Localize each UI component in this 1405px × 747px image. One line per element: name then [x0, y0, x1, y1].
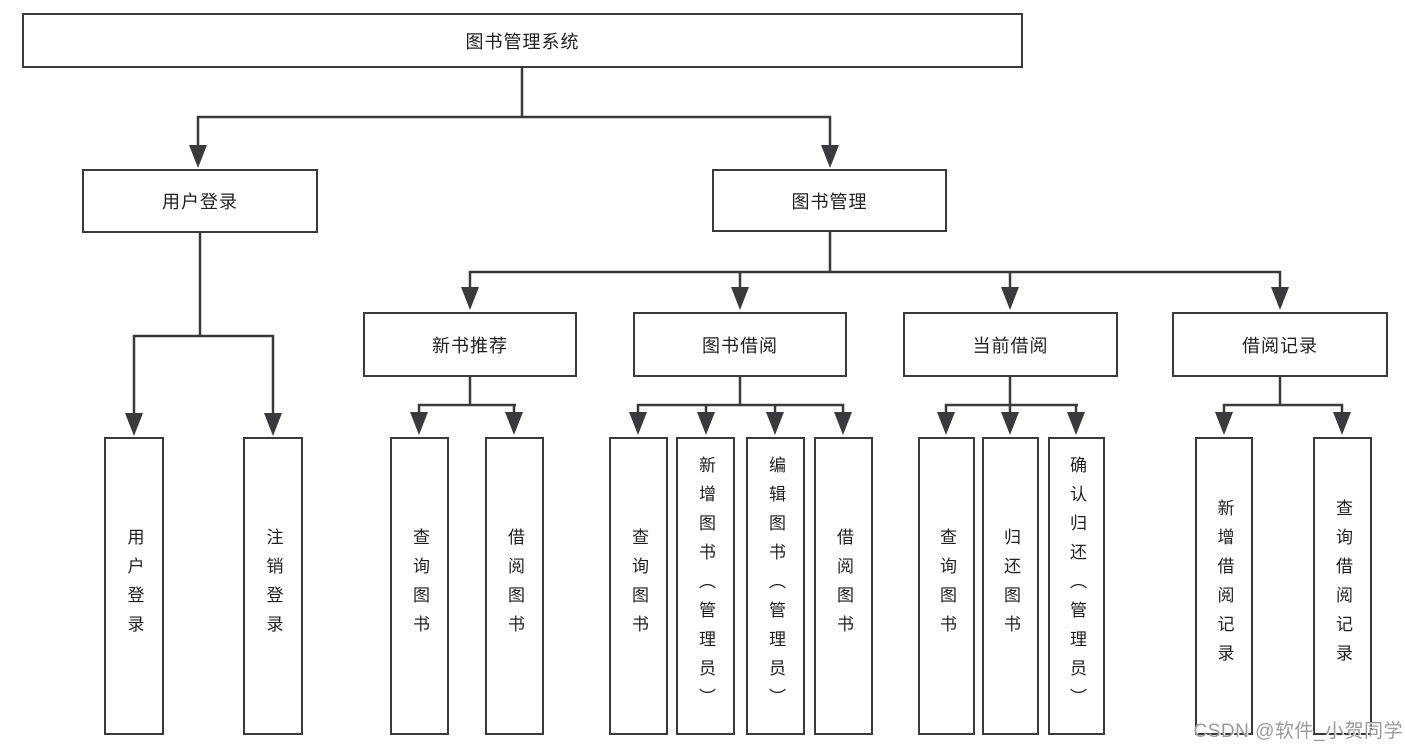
node-label: 用户登录	[162, 192, 238, 212]
node-label: 查询图书	[410, 528, 429, 644]
node-new-book-recommend: 新书推荐	[363, 312, 577, 377]
node-label: 图书管理	[791, 191, 868, 212]
node-current-borrow: 当前借阅	[903, 312, 1118, 377]
leaf-return-book: 归还图书	[982, 437, 1039, 735]
node-label: 图书借阅	[702, 335, 778, 356]
leaf-borrow-book: 借阅图书	[814, 437, 873, 735]
node-root-system: 图书管理系统	[22, 13, 1023, 68]
node-label: 编辑图书（管理员）	[766, 455, 785, 717]
node-label: 借阅图书	[834, 528, 853, 644]
node-label: 确认归还（管理员）	[1067, 455, 1086, 717]
node-label: 查询借阅记录	[1333, 499, 1352, 673]
node-label: 图书管理系统	[465, 31, 580, 52]
leaf-user-login: 用户登录	[104, 437, 164, 735]
node-user-login: 用户登录	[82, 169, 318, 233]
node-label: 用户登录	[124, 528, 144, 644]
leaf-add-borrow-record: 新增借阅记录	[1195, 437, 1253, 735]
leaf-query-book-borrow: 查询图书	[609, 437, 668, 735]
node-label: 归还图书	[1001, 528, 1020, 644]
node-label: 借阅记录	[1242, 335, 1318, 356]
arrowhead	[189, 145, 207, 168]
leaf-query-book-current: 查询图书	[918, 437, 975, 735]
node-book-management: 图书管理	[712, 169, 947, 232]
node-label: 新增图书（管理员）	[696, 455, 715, 717]
node-label: 查询图书	[629, 528, 648, 644]
arrowhead	[821, 145, 839, 168]
node-label: 新书推荐	[432, 335, 508, 356]
node-borrow-record: 借阅记录	[1172, 312, 1388, 377]
node-label: 注销登录	[263, 528, 283, 644]
node-label: 借阅图书	[505, 528, 524, 644]
node-label: 当前借阅	[972, 335, 1049, 356]
leaf-query-borrow-record: 查询借阅记录	[1313, 437, 1372, 735]
leaf-add-book-admin: 新增图书（管理员）	[676, 437, 735, 735]
node-label: 查询图书	[937, 528, 956, 644]
node-book-borrow: 图书借阅	[633, 312, 847, 377]
node-label: 新增借阅记录	[1214, 499, 1234, 673]
leaf-logout: 注销登录	[243, 437, 303, 735]
leaf-confirm-return-admin: 确认归还（管理员）	[1048, 437, 1105, 735]
leaf-borrow-book-recommend: 借阅图书	[485, 437, 544, 735]
leaf-query-book-recommend: 查询图书	[390, 437, 449, 735]
leaf-edit-book-admin: 编辑图书（管理员）	[746, 437, 805, 735]
csdn-watermark: CSDN @软件_小贺同学	[1193, 721, 1403, 742]
